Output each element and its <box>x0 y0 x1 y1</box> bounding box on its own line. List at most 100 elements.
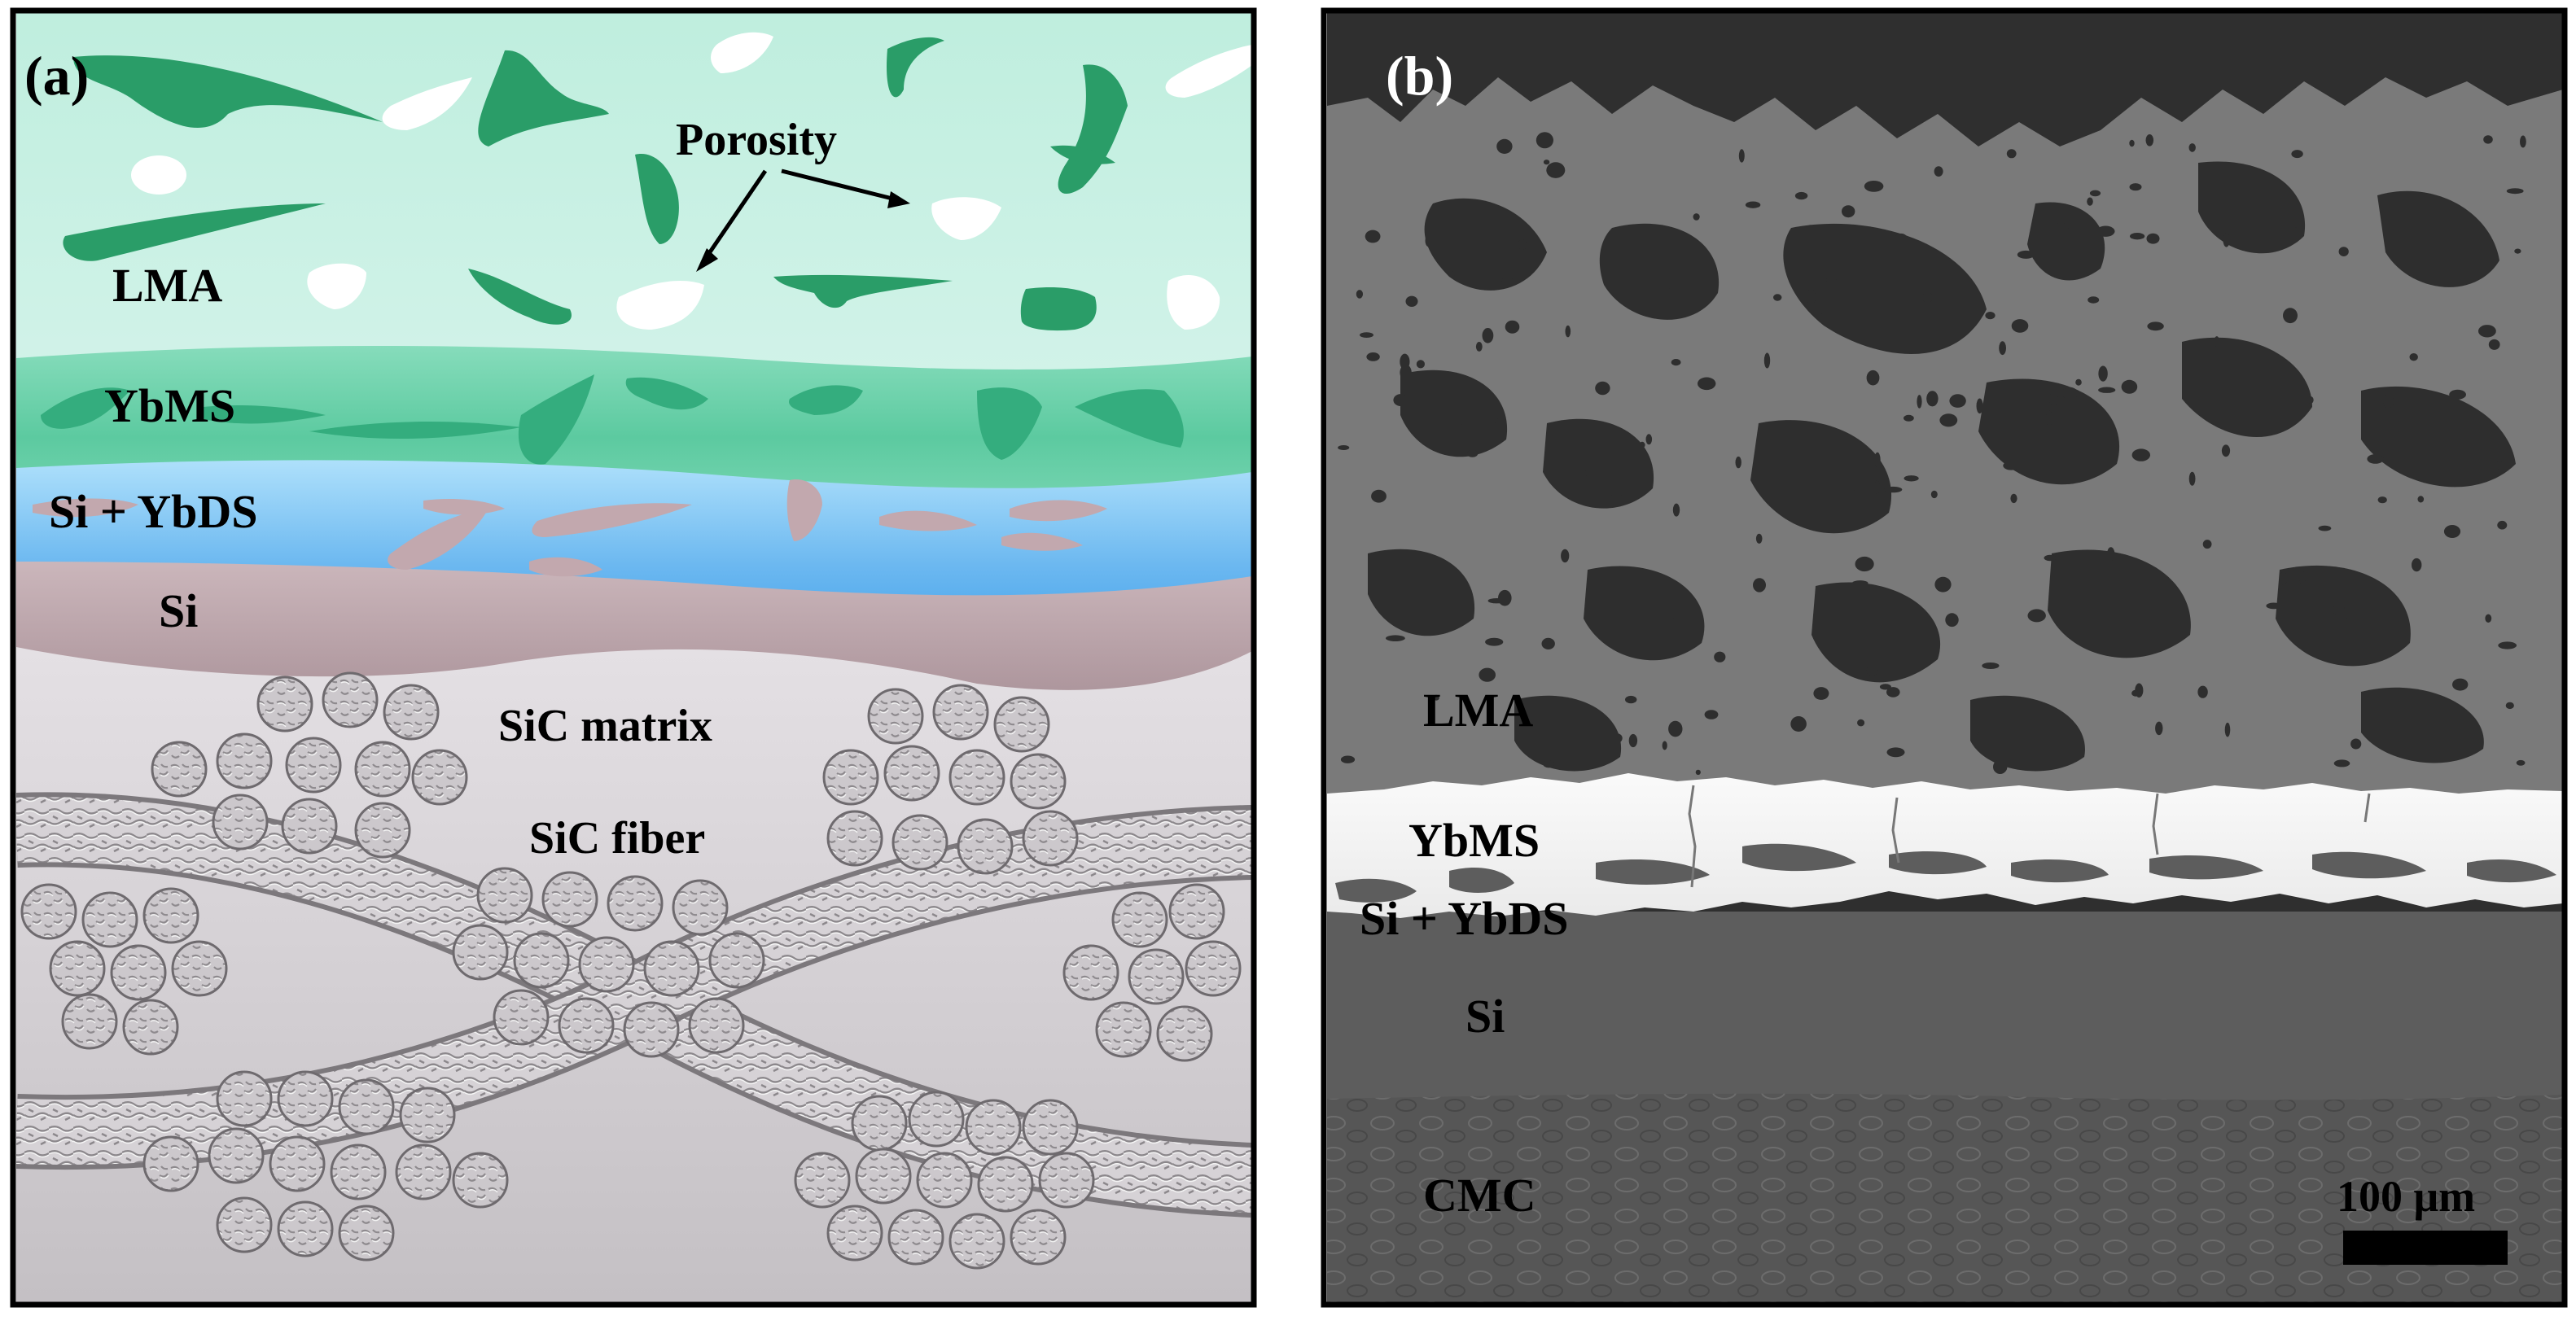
sic-fiber-cross-section <box>216 1070 273 1127</box>
lma-dark-regions <box>1368 161 2516 772</box>
pore <box>1546 162 1566 178</box>
pore <box>1438 225 1446 234</box>
si-ybds-zone <box>1335 843 2556 903</box>
pore <box>1825 277 1837 283</box>
sic-fiber-cross-section <box>277 1200 334 1257</box>
pore <box>1360 332 1373 338</box>
panel-a-frame <box>10 7 1257 1308</box>
sic-fiber-cross-section <box>513 932 570 989</box>
pore <box>2516 759 2526 766</box>
pore <box>1485 637 1504 646</box>
sic-fiber-cross-section <box>1111 891 1168 948</box>
pore <box>2485 614 2492 623</box>
ybms-cracks <box>1688 785 2371 888</box>
sic-fiber-cross-section <box>212 794 269 851</box>
pore <box>1976 732 1983 742</box>
sic-fiber-cross-section <box>171 940 228 997</box>
pore <box>2046 410 2052 426</box>
pore <box>2383 394 2394 409</box>
pore <box>2089 190 2101 197</box>
pore <box>2053 222 2069 236</box>
pore <box>1433 694 1439 701</box>
pore <box>2299 571 2307 585</box>
pore <box>2291 150 2303 159</box>
si-ybds-splats <box>33 479 1107 577</box>
pore <box>2048 391 2058 406</box>
sic-fiber-cross-section <box>965 1099 1022 1156</box>
pore <box>2188 143 2196 152</box>
pore <box>1366 352 1380 361</box>
sic-fiber-cross-section <box>887 1209 944 1266</box>
pore <box>2087 197 2093 206</box>
sic-fiber-cross-section <box>216 732 273 789</box>
pore <box>2407 732 2418 749</box>
sic-fiber-cross-section <box>338 1205 395 1262</box>
pore <box>2443 525 2461 538</box>
pore <box>2488 339 2500 350</box>
sic-fiber-cross-section <box>883 745 940 802</box>
sic-fiber-cross-section <box>1010 1209 1067 1266</box>
sic-fiber-cross-section <box>354 802 411 859</box>
pore <box>1628 733 1638 748</box>
pore <box>2318 525 2332 531</box>
pore <box>1466 449 1479 457</box>
panel-b-micrograph: 100 μm (b) LMA YbMS Si + YbDS Si CMC <box>1327 13 2563 1302</box>
lma-label: LMA <box>112 259 222 312</box>
pore <box>2098 387 2116 393</box>
pore <box>1917 395 1922 409</box>
ybms-label: YbMS <box>104 379 235 432</box>
porosity-arrows <box>696 168 910 272</box>
pore <box>1738 149 1745 163</box>
sic-fiber-cross-section <box>1062 944 1119 1001</box>
cmc-layer <box>1327 1093 2563 1302</box>
pore <box>2266 602 2281 610</box>
sic-fiber-cross-section <box>1156 1005 1213 1062</box>
pore <box>1745 201 1761 208</box>
sic-fiber-cross-section <box>122 999 179 1056</box>
pore <box>1866 370 1880 386</box>
pore <box>2520 135 2526 148</box>
pore <box>2377 496 2387 504</box>
panel-b-tag: (b) <box>1386 45 1453 107</box>
pore <box>1879 684 1891 690</box>
pore <box>2088 296 2100 304</box>
sic-fiber-cross-section <box>908 1091 965 1148</box>
sic-fiber-cross-section <box>948 749 1005 806</box>
pore <box>1356 290 1363 299</box>
pore <box>2131 689 2140 697</box>
pore <box>1806 289 1816 305</box>
pore <box>1939 413 1958 427</box>
pore <box>2496 460 2503 470</box>
sic-fiber-cross-section <box>993 696 1050 753</box>
pore <box>1993 759 2008 774</box>
sic-fiber-cross-section <box>142 1135 199 1192</box>
pore <box>2027 609 2046 623</box>
pore <box>2224 722 2231 737</box>
sic-fiber-cross-section <box>383 684 440 741</box>
pore <box>1365 230 1381 243</box>
sic-fiber-cross-section <box>957 818 1014 875</box>
sic-fiber-cross-section <box>558 997 615 1054</box>
pore <box>1982 662 2000 669</box>
pore <box>2145 134 2154 146</box>
panel-b-frame <box>1321 7 2568 1308</box>
cmc-label: CMC <box>1423 1169 1536 1222</box>
sic-fiber-cross-section <box>855 1148 912 1205</box>
sic-fiber-cross-section <box>916 1152 973 1209</box>
pore <box>1639 441 1645 448</box>
sic-fiber-cross-section <box>688 997 745 1054</box>
pore <box>2155 721 2163 736</box>
pore <box>1340 755 1356 763</box>
pore <box>1895 233 1908 243</box>
sic-fiber-cross-section <box>1095 1001 1152 1058</box>
sic-matrix-label: SiC matrix <box>498 701 712 751</box>
pore <box>1714 651 1726 662</box>
pore <box>1841 483 1856 492</box>
sic-fiber-cross-section <box>330 1144 387 1200</box>
pore <box>1668 720 1683 737</box>
sic-fiber-cross-section <box>277 1070 334 1127</box>
pore <box>1693 213 1700 221</box>
sic-fiber-cross-section <box>1010 753 1067 810</box>
sic-fiber-cross-section <box>216 1196 273 1253</box>
pore <box>1541 637 1555 650</box>
